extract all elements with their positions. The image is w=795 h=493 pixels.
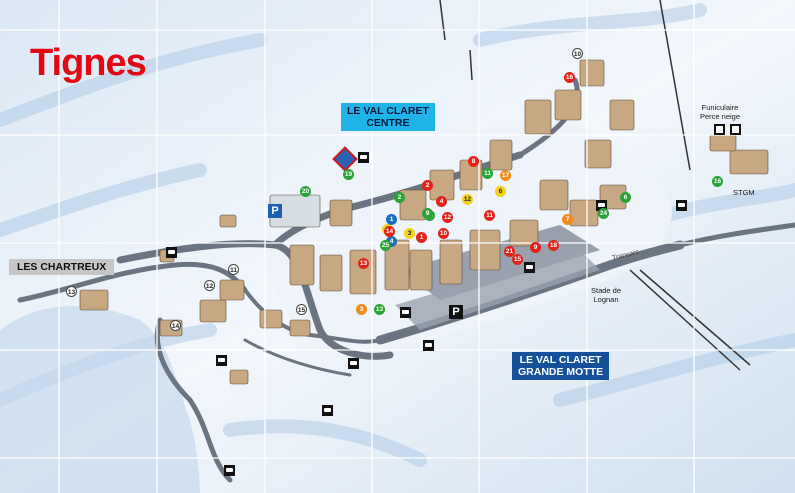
building-marker-icon[interactable]: 19 — [343, 169, 354, 180]
building-marker-icon[interactable]: 14 — [384, 226, 395, 237]
building-marker-icon[interactable]: 12 — [442, 212, 453, 223]
building-marker-icon[interactable]: 4 — [386, 236, 397, 247]
bus-stop-icon[interactable] — [596, 200, 607, 211]
place-label-line1: Funiculaire — [701, 103, 739, 112]
building-marker-icon[interactable]: 8 — [468, 156, 479, 167]
area-label-line2: CENTRE — [366, 117, 410, 129]
parking-icon[interactable]: P — [449, 305, 463, 319]
parking-lot-lower — [395, 250, 600, 330]
building-marker-icon[interactable]: 20 — [300, 186, 311, 197]
building-marker-icon[interactable]: 10 — [572, 48, 583, 59]
building-marker-icon[interactable]: 2 — [422, 180, 433, 191]
bus-stop-icon[interactable] — [524, 262, 535, 273]
building-marker-icon[interactable]: 9 — [530, 242, 541, 253]
building-marker-icon[interactable]: 17 — [500, 170, 511, 181]
bus-stop-icon[interactable] — [423, 340, 434, 351]
place-label-stgm[interactable]: STGM — [733, 188, 755, 197]
building-marker-icon[interactable]: 11 — [228, 264, 239, 275]
place-label-stade[interactable]: Stade de Lognan — [591, 286, 621, 304]
building-marker-icon[interactable]: 14 — [170, 320, 181, 331]
map-title: Tignes — [30, 42, 147, 84]
place-label-line1: Stade de — [591, 286, 622, 295]
info-icon — [730, 124, 741, 135]
bus-stop-icon[interactable] — [224, 465, 235, 476]
building-marker-icon[interactable]: 16 — [712, 176, 723, 187]
building-marker-icon[interactable]: 21 — [504, 246, 515, 257]
area-label-line1: LE VAL CLARET — [347, 105, 429, 117]
slope-shadow — [0, 306, 200, 493]
building-marker-icon[interactable]: 25 — [380, 240, 391, 251]
building-marker-icon[interactable]: 3 — [356, 304, 367, 315]
area-label-les-chartreux[interactable]: LES CHARTREUX — [9, 259, 115, 275]
bus-stop-icon[interactable] — [400, 307, 411, 318]
building-marker-icon[interactable]: 6 — [620, 192, 631, 203]
building-marker-icon[interactable]: 12 — [204, 280, 215, 291]
bus-stop-icon[interactable] — [348, 358, 359, 369]
area-label-val-claret-centre[interactable]: LE VAL CLARET CENTRE — [341, 103, 435, 131]
building-marker-icon[interactable]: 3 — [404, 228, 415, 239]
area-label-line1: LE VAL CLARET — [519, 354, 602, 366]
building-marker-icon[interactable]: 11 — [484, 210, 495, 221]
building-marker-icon[interactable]: 6 — [495, 186, 506, 197]
building-marker-icon[interactable]: 10 — [438, 228, 449, 239]
building-marker-icon[interactable]: 2 — [394, 192, 405, 203]
building-marker-icon[interactable]: 9 — [422, 208, 433, 219]
place-label-line2: Perce neige — [700, 112, 741, 121]
building-marker-icon[interactable]: 7 — [562, 214, 573, 225]
bus-stop-icon[interactable] — [322, 405, 333, 416]
building-marker-icon[interactable]: 13 — [66, 286, 77, 297]
building-marker-icon[interactable]: 18 — [548, 240, 559, 251]
ski-lifts — [439, 0, 751, 371]
building-marker-icon[interactable]: 13 — [358, 258, 369, 269]
funicular-icon — [714, 124, 725, 135]
bus-stop-icon[interactable] — [676, 200, 687, 211]
building-marker-icon[interactable]: 15 — [512, 254, 523, 265]
building-marker-icon[interactable]: 13 — [374, 304, 385, 315]
bus-stop-icon[interactable] — [166, 247, 177, 258]
parking-icon[interactable]: P — [268, 204, 282, 218]
building-marker-icon[interactable]: 24 — [598, 208, 609, 219]
area-label-line2: GRANDE MOTTE — [518, 366, 604, 378]
building-marker-icon[interactable]: 15 — [296, 304, 307, 315]
bus-stop-icon[interactable] — [216, 355, 227, 366]
area-label-val-claret-grande-motte[interactable]: LE VAL CLARET GRANDE MOTTE — [512, 352, 610, 380]
bus-stop-icon[interactable] — [358, 152, 369, 163]
building-marker-icon[interactable]: 1 — [416, 232, 427, 243]
place-label-line2: Lognan — [593, 295, 619, 304]
place-label-funiculaire[interactable]: Funiculaire Perce neige — [700, 103, 740, 121]
building-marker-icon[interactable]: 12 — [462, 194, 473, 205]
building-marker-icon[interactable]: 16 — [564, 72, 575, 83]
building-marker-icon[interactable]: 1 — [386, 214, 397, 225]
building-marker-icon[interactable]: 11 — [482, 168, 493, 179]
building-marker-icon[interactable]: 4 — [436, 196, 447, 207]
